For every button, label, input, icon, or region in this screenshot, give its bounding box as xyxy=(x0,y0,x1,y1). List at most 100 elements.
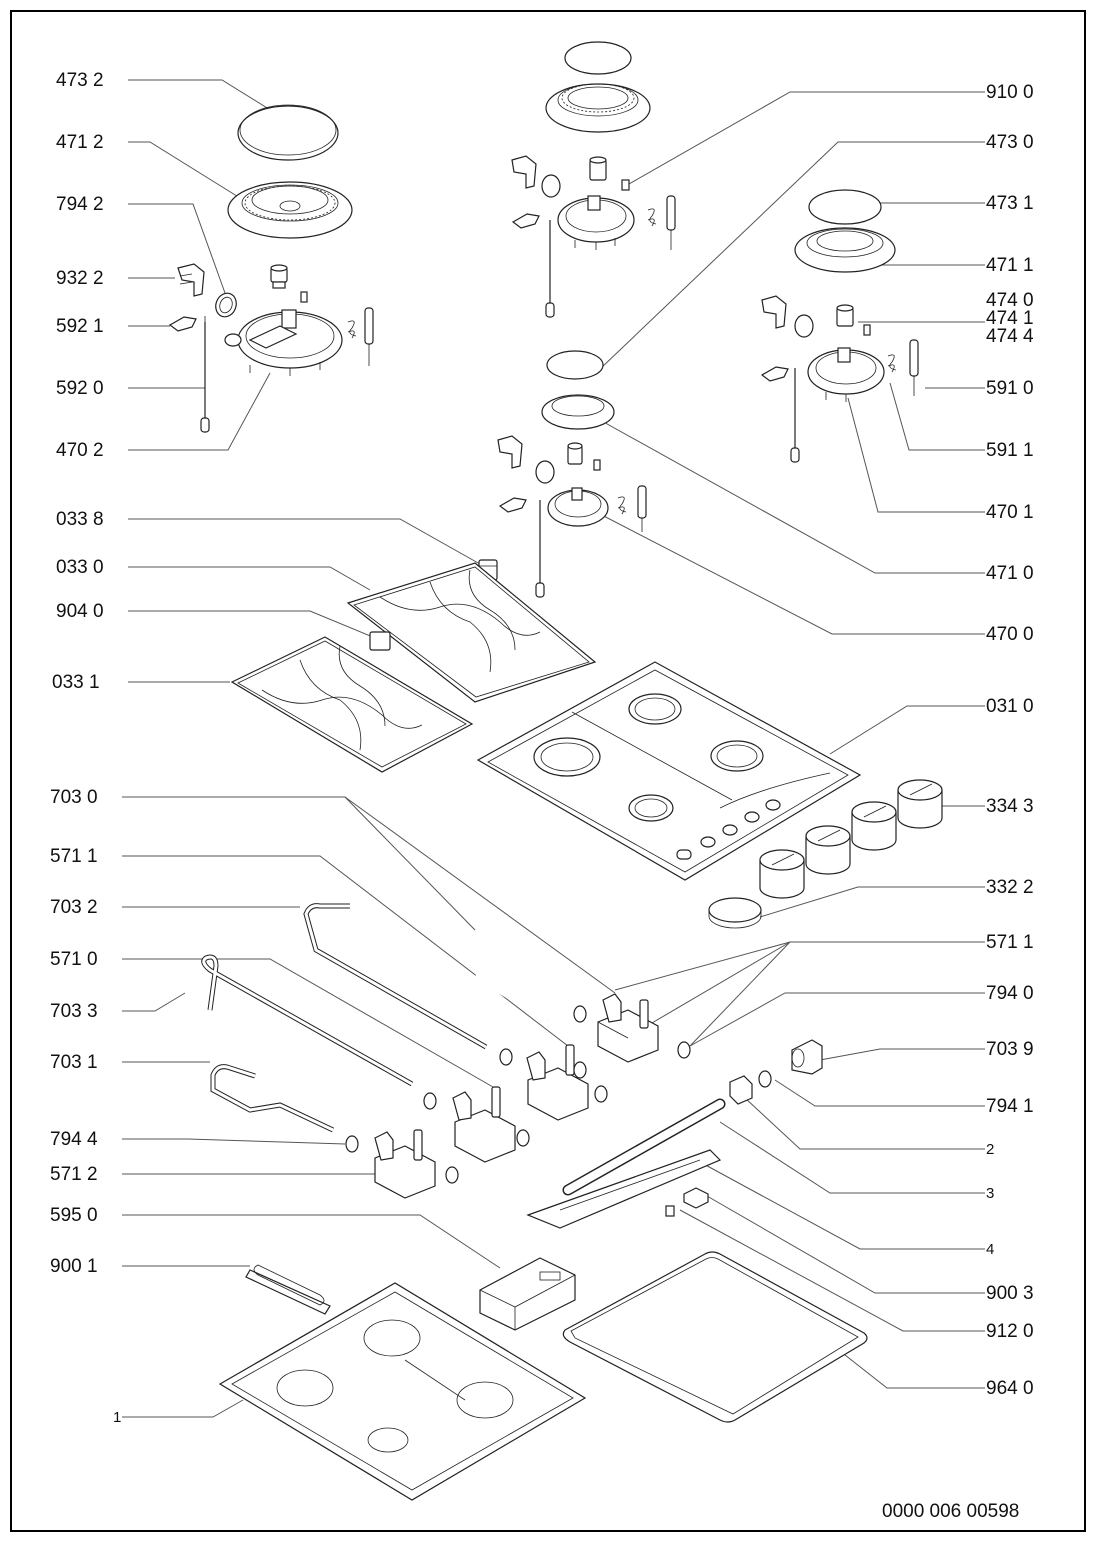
part-label-474-0: 474 0 xyxy=(986,290,1034,311)
electrode-mid xyxy=(637,485,647,532)
pipe-703-2 xyxy=(303,903,488,1050)
part-label-471-1: 471 1 xyxy=(986,255,1034,276)
leader-4 xyxy=(699,1161,985,1250)
part-label-794-0: 794 0 xyxy=(986,983,1034,1004)
part-label-1: 1 xyxy=(113,1409,122,1426)
ring-top xyxy=(541,174,561,198)
rail-4 xyxy=(526,1149,722,1229)
gas-valve-571-0 xyxy=(423,1086,530,1163)
part-label-473-0: 473 0 xyxy=(986,132,1034,153)
bracket-900-3 xyxy=(683,1187,709,1209)
part-label-470-1: 470 1 xyxy=(986,502,1034,523)
part-label-703-9: 703 9 xyxy=(986,1039,1034,1060)
injector-top xyxy=(589,156,607,181)
knob-3 xyxy=(805,825,851,875)
part-label-703-3: 703 3 xyxy=(50,1001,98,1022)
electrode-591-0 xyxy=(909,339,919,396)
injector-474-0 xyxy=(836,304,854,327)
leader-033-8 xyxy=(128,518,488,569)
sealing-ring-794-2 xyxy=(215,292,237,318)
thermocouple-right xyxy=(790,368,800,463)
ignition-button-332-2 xyxy=(708,897,762,929)
injector-474 xyxy=(270,264,288,289)
seal-964-0 xyxy=(562,1251,868,1423)
leader-910-0 xyxy=(628,91,985,185)
leader-571-0 xyxy=(122,958,494,1088)
burner-base-top xyxy=(557,195,635,250)
pan-support-033-0 xyxy=(346,562,597,703)
part-label-910-0: 910 0 xyxy=(986,82,1034,103)
burner-cap-473-0 xyxy=(546,350,604,380)
gas-valve-571-2 xyxy=(374,1129,459,1199)
part-label-592-0: 592 0 xyxy=(56,378,104,399)
part-label-571-1-right: 571 1 xyxy=(986,932,1034,953)
clip-top xyxy=(511,213,540,229)
part-label-031-0: 031 0 xyxy=(986,696,1034,717)
part-label-912-0: 912 0 xyxy=(986,1321,1034,1342)
holder-top xyxy=(511,155,537,189)
leader-794-4 xyxy=(122,1138,346,1145)
leader-470-0 xyxy=(595,511,985,635)
pan-support-033-1 xyxy=(230,636,474,773)
leader-571-1-right-c xyxy=(689,941,791,1047)
leader-031-0 xyxy=(829,705,985,755)
screw-mid xyxy=(593,459,601,471)
burner-crown-top xyxy=(545,83,651,133)
part-label-474-4: 474 4 xyxy=(986,326,1034,347)
part-label-794-1: 794 1 xyxy=(986,1096,1034,1117)
part-label-471-0: 471 0 xyxy=(986,563,1034,584)
leader-900-3 xyxy=(699,1191,985,1294)
part-label-033-8: 033 8 xyxy=(56,509,104,530)
burner-cap-top xyxy=(564,41,632,75)
thermocouple-592-0 xyxy=(200,316,210,433)
ignition-electrode xyxy=(364,307,374,366)
burner-crown-471-1 xyxy=(794,227,896,273)
part-label-473-2: 473 2 xyxy=(56,70,104,91)
thermocouple-top xyxy=(545,220,555,318)
drawing-frame xyxy=(10,10,1086,1532)
seal-pipe-703-2 xyxy=(499,1048,513,1066)
leader-964-0 xyxy=(844,1354,985,1389)
part-label-4: 4 xyxy=(986,1241,995,1258)
spring-top xyxy=(647,208,657,227)
part-label-904-0: 904 0 xyxy=(56,601,104,622)
elbow-703-9 xyxy=(791,1039,823,1075)
clip-mid xyxy=(498,497,527,513)
ring-mid xyxy=(535,460,555,484)
part-label-571-1-left: 571 1 xyxy=(50,846,98,867)
spring-mid xyxy=(617,496,627,515)
leader-595-0 xyxy=(122,1214,501,1269)
burner-crown-471-2 xyxy=(227,181,353,239)
injector-mid xyxy=(567,442,583,465)
leader-571-1-right-b xyxy=(639,941,791,1031)
holder-932-2 xyxy=(177,263,205,297)
gas-valve-571-1-left xyxy=(526,1044,608,1121)
gas-pipe-3 xyxy=(562,1098,726,1196)
pipe-703-1 xyxy=(210,1064,335,1133)
document-number: 0000 006 00598 xyxy=(882,1501,1020,1522)
holder-mid xyxy=(497,435,523,469)
part-label-932-2: 932 2 xyxy=(56,268,104,289)
part-label-473-1: 473 1 xyxy=(986,193,1034,214)
screw-912-0 xyxy=(665,1205,675,1217)
leader-703-9 xyxy=(819,1048,985,1061)
part-label-2: 2 xyxy=(986,1141,995,1158)
part-label-3: 3 xyxy=(986,1185,995,1202)
spring-clip xyxy=(347,320,357,339)
bracket-900-1 xyxy=(245,1264,331,1315)
holder-right xyxy=(761,295,787,329)
part-label-900-3: 900 3 xyxy=(986,1283,1034,1304)
part-label-571-2: 571 2 xyxy=(50,1164,98,1185)
nut-2 xyxy=(729,1075,753,1105)
knob-2 xyxy=(851,801,897,851)
hob-top-031-0 xyxy=(476,661,862,881)
screw-910-0 xyxy=(621,179,630,191)
ignition-module-595-0 xyxy=(479,1257,576,1331)
gas-valve-571-1-right xyxy=(597,993,691,1063)
leader-471-0 xyxy=(599,419,985,574)
base-tray-1 xyxy=(218,1282,587,1501)
rubber-foot-904-0 xyxy=(369,631,391,651)
leader-703-3 xyxy=(122,992,186,1012)
part-label-470-0: 470 0 xyxy=(986,624,1034,645)
leader-794-1 xyxy=(774,1079,985,1107)
